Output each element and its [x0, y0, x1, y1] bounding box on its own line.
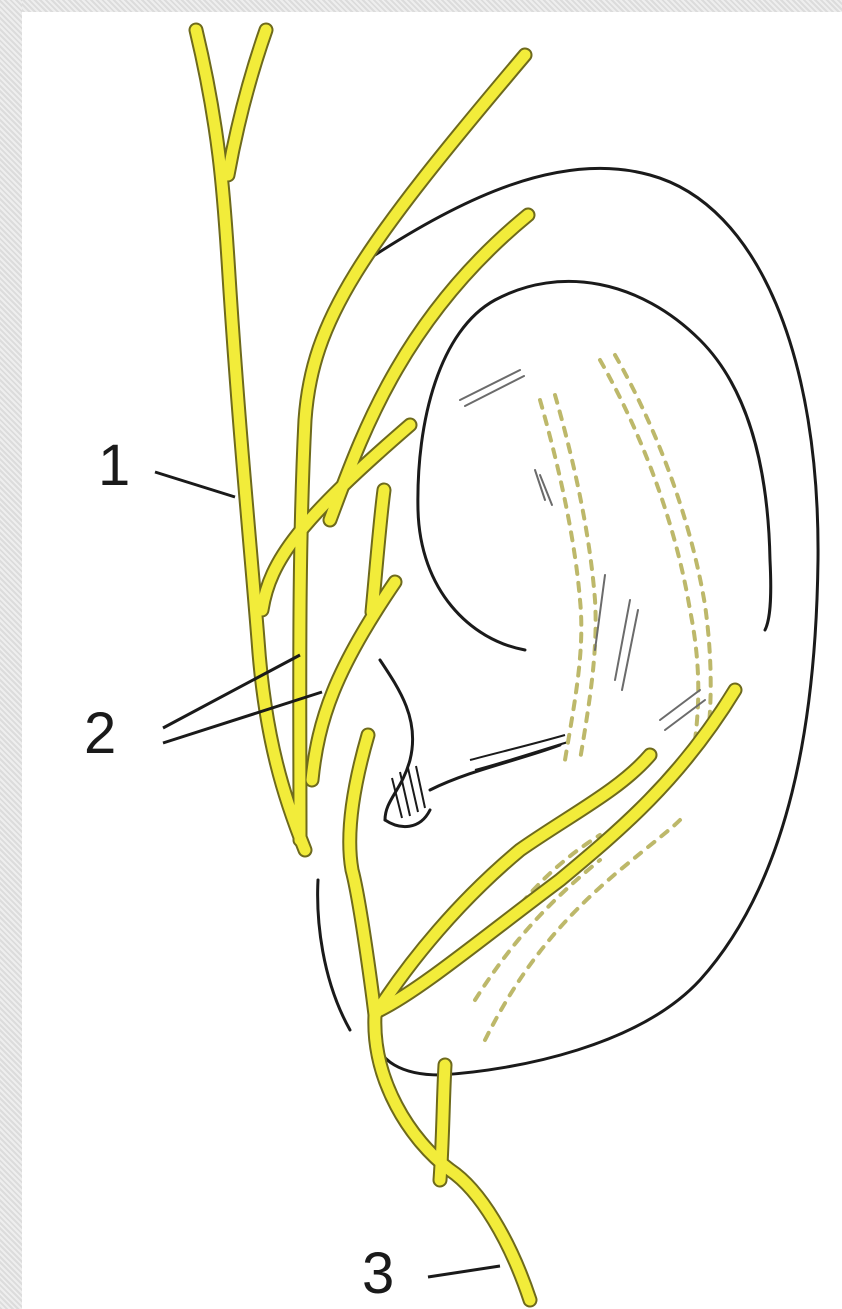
- tragus-lower: [385, 810, 430, 827]
- label-3: 3: [362, 1245, 394, 1303]
- sketch-strokes: [460, 370, 705, 730]
- auricle-outline: [318, 168, 818, 1075]
- dashed-nerve-paths: [475, 355, 711, 1040]
- label-1: 1: [98, 437, 130, 495]
- leader-line-1: [155, 472, 235, 497]
- label-2: 2: [84, 705, 116, 763]
- leader-line-2a: [163, 655, 300, 728]
- leader-line-3: [428, 1266, 500, 1277]
- tragus-hatching: [392, 735, 568, 818]
- helix-crus: [430, 745, 560, 790]
- lobe-edge: [318, 880, 350, 1030]
